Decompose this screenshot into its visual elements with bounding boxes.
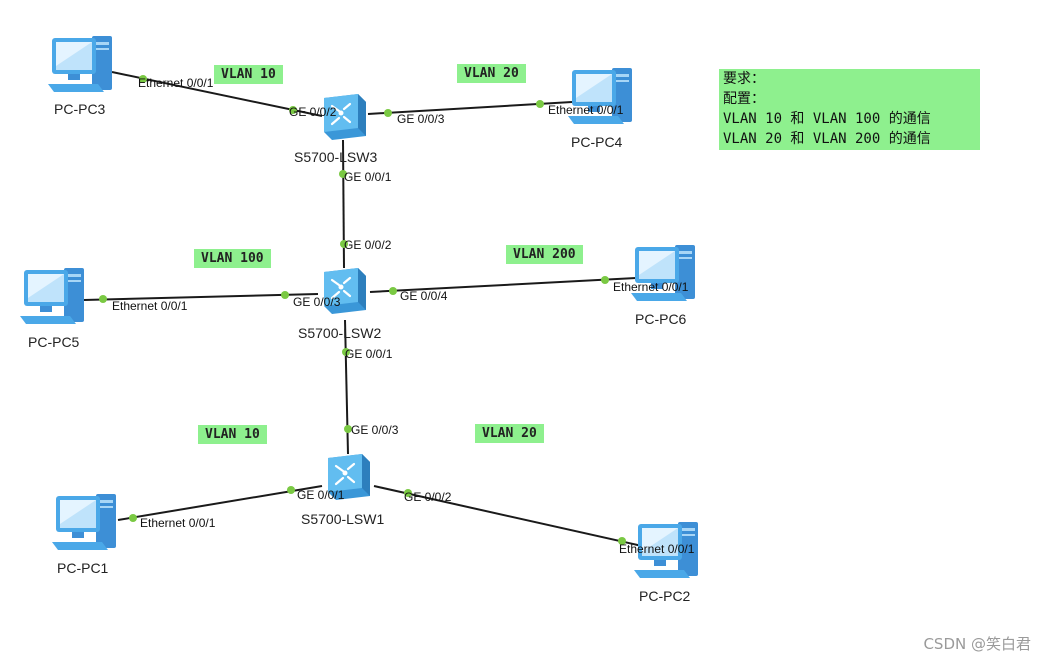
- vlan-label: VLAN 10: [198, 425, 267, 444]
- port-label: GE 0/0/2: [404, 490, 452, 504]
- device-name-pc4: PC-PC4: [571, 134, 623, 150]
- port-dot: [281, 291, 289, 299]
- pc-icon[interactable]: [629, 243, 699, 305]
- port-dot: [389, 287, 397, 295]
- vlan-label: VLAN 100: [194, 249, 271, 268]
- port-dot: [344, 425, 352, 433]
- port-dot: [384, 109, 392, 117]
- device-name-lsw3: S5700-LSW3: [294, 149, 378, 165]
- note-line: 要求：: [723, 71, 765, 87]
- port-label: GE 0/0/3: [351, 423, 399, 437]
- port-label: GE 0/0/1: [344, 170, 392, 184]
- switch-icon[interactable]: [322, 452, 374, 502]
- port-label: Ethernet 0/0/1: [619, 542, 695, 556]
- port-dot: [601, 276, 609, 284]
- pc-icon[interactable]: [566, 66, 636, 128]
- requirements-note: 要求： 配置： VLAN 10 和 VLAN 100 的通信 VLAN 20 和…: [719, 69, 980, 150]
- port-dot: [99, 295, 107, 303]
- port-dot: [139, 75, 147, 83]
- port-label: GE 0/0/4: [400, 289, 448, 303]
- pc-icon[interactable]: [632, 520, 702, 582]
- port-label: Ethernet 0/0/1: [613, 280, 689, 294]
- device-name-pc2: PC-PC2: [639, 588, 691, 604]
- link-lsw1-pc2: [373, 485, 643, 547]
- pc-icon[interactable]: [46, 34, 116, 96]
- port-dot: [342, 348, 350, 356]
- port-dot: [404, 489, 412, 497]
- device-name-pc5: PC-PC5: [28, 334, 80, 350]
- device-name-pc1: PC-PC1: [57, 560, 109, 576]
- port-label: GE 0/0/2: [289, 105, 337, 119]
- note-line: VLAN 10 和 VLAN 100 的通信: [723, 111, 931, 127]
- port-label: GE 0/0/1: [297, 488, 345, 502]
- port-dot: [536, 100, 544, 108]
- vlan-label: VLAN 200: [506, 245, 583, 264]
- device-name-pc3: PC-PC3: [54, 101, 106, 117]
- port-label: Ethernet 0/0/1: [140, 516, 216, 530]
- switch-icon[interactable]: [318, 92, 370, 142]
- port-label: Ethernet 0/0/1: [548, 103, 624, 117]
- vlan-label: VLAN 10: [214, 65, 283, 84]
- link-lsw2-pc6: [369, 277, 638, 293]
- port-dot: [340, 240, 348, 248]
- vlan-label: VLAN 20: [475, 424, 544, 443]
- port-dot: [339, 170, 347, 178]
- pc-icon[interactable]: [18, 266, 88, 328]
- device-name-pc6: PC-PC6: [635, 311, 687, 327]
- port-label: Ethernet 0/0/1: [112, 299, 188, 313]
- port-dot: [287, 486, 295, 494]
- link-pc3-lsw3: [111, 71, 323, 117]
- link-pc5-lsw2: [83, 293, 319, 301]
- device-name-lsw2: S5700-LSW2: [298, 325, 382, 341]
- switch-icon[interactable]: [318, 266, 370, 316]
- port-label: GE 0/0/1: [345, 347, 393, 361]
- note-line: 配置：: [723, 91, 765, 107]
- vlan-label: VLAN 20: [457, 64, 526, 83]
- port-label: GE 0/0/3: [397, 112, 445, 126]
- pc-icon[interactable]: [50, 492, 120, 554]
- port-label: GE 0/0/2: [344, 238, 392, 252]
- device-name-lsw1: S5700-LSW1: [301, 511, 385, 527]
- port-dot: [129, 514, 137, 522]
- port-label: GE 0/0/3: [293, 295, 341, 309]
- watermark: CSDN @笑白君: [923, 635, 1031, 653]
- note-line: VLAN 20 和 VLAN 200 的通信: [723, 131, 931, 147]
- port-dot: [289, 106, 297, 114]
- port-dot: [618, 537, 626, 545]
- port-label: Ethernet 0/0/1: [138, 76, 214, 90]
